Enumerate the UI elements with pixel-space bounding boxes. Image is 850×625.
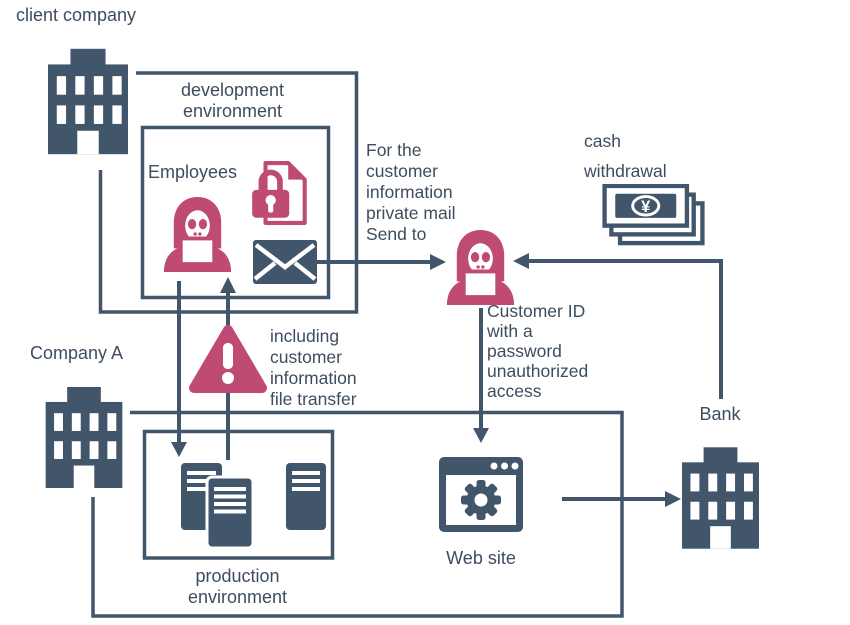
production-environment-box [142,429,335,560]
employees-label: Employees [148,162,238,182]
arrow-heads [171,253,681,507]
arrowhead-right-bank [665,491,681,507]
yen-glyph: ¥ [641,198,651,216]
arrowhead-right-hacker [430,254,446,270]
company-a-box [91,410,624,618]
bank-label: Bank [699,404,741,424]
company-a-label: Company A [30,343,124,363]
development-environment-label: development environment [180,80,285,121]
file-transfer-note-label: including customer information file tran… [270,326,357,409]
production-environment-label: production environment [187,566,288,607]
hacker-icon [441,226,520,309]
locked-document-icon [249,159,313,227]
web-site-label: Web site [446,548,516,568]
bank-building-icon [682,447,759,549]
arrowhead-up-employees [220,277,236,293]
bank-to-hacker-line [529,259,723,399]
mail-envelope-icon [253,240,317,284]
web-browser-gear-icon [437,455,525,534]
gear-icon [461,480,501,520]
mail-note-label: For the customer information private mai… [366,140,456,244]
employees-box [140,125,331,300]
arrowhead-down-production [171,442,187,457]
server-stack-icon [180,461,328,549]
yen-banknotes-icon: ¥ [601,184,706,246]
company-a-building-icon [45,387,123,488]
arrowhead-left-hacker [513,253,529,269]
client-company-building-icon [48,48,128,155]
warning-icon [189,324,267,394]
client-company-label: client company [16,5,137,25]
unauthorized-note-label: Customer ID with a password unauthorized… [487,301,589,401]
insider-employee-icon [158,193,237,276]
cash-withdrawal-label: cash withdrawal [584,131,667,181]
arrowhead-down-website [473,428,489,443]
